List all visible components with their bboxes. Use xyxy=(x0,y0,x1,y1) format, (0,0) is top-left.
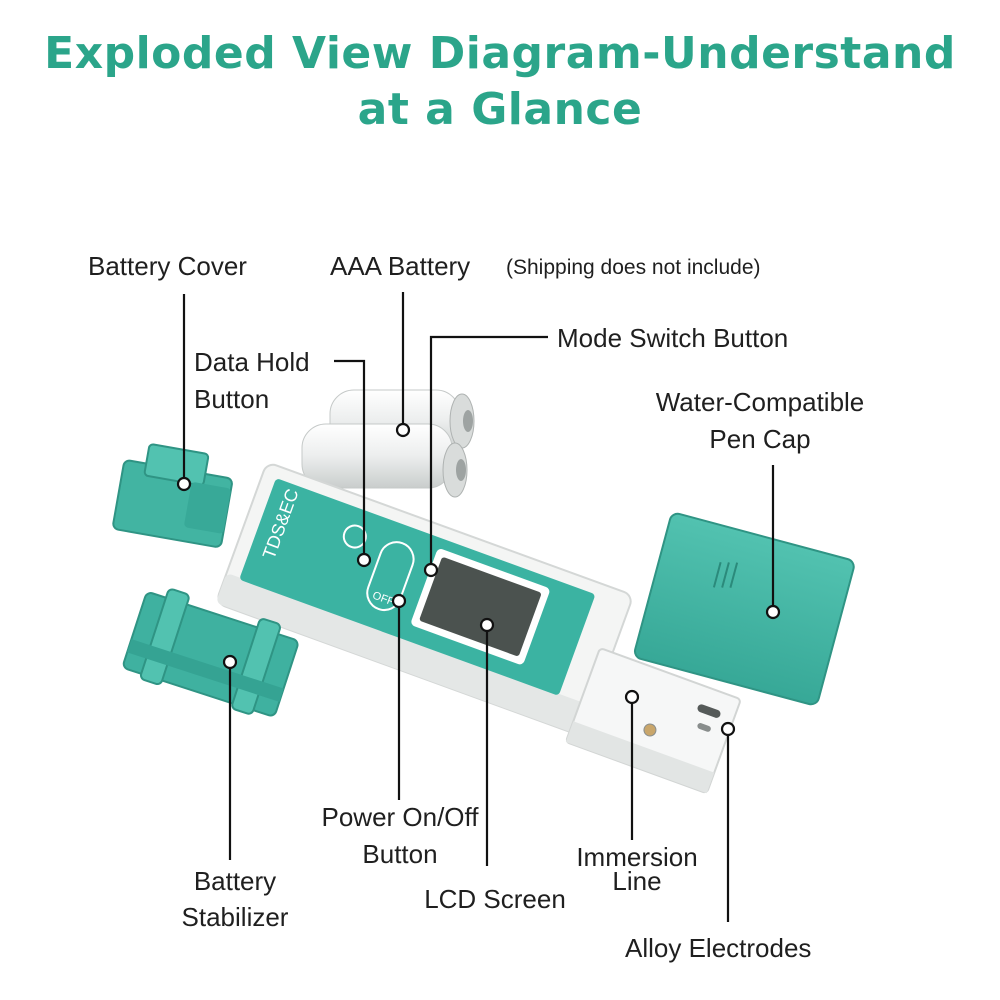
battery-cover-marker xyxy=(176,476,192,492)
label-pen-cap-line2: Pen Cap xyxy=(709,424,811,454)
label-stabilizer-line1: Battery xyxy=(193,866,277,896)
title-line-2: at a Glance xyxy=(357,84,643,135)
power-button-marker xyxy=(391,593,407,609)
leader-lines xyxy=(182,292,775,922)
battery-stabilizer xyxy=(122,588,299,717)
pen-cap xyxy=(633,512,855,706)
label-stabilizer-line2: Stabilizer xyxy=(181,902,289,932)
electrodes-marker xyxy=(720,721,736,737)
label-pen-cap-line1: Water-Compatible xyxy=(655,387,865,417)
lcd-screen-marker xyxy=(479,617,495,633)
battery-stabilizer-marker xyxy=(222,654,238,670)
aaa-battery-marker xyxy=(395,422,411,438)
label-immersion-line1: Immersion xyxy=(576,842,698,872)
label-aaa-battery: AAA Battery xyxy=(330,251,471,281)
pen-cap-marker xyxy=(765,604,781,620)
mode-switch-marker xyxy=(423,562,439,578)
label-battery-cover: Battery Cover xyxy=(88,251,247,281)
label-data-hold-line1: Data Hold xyxy=(194,347,310,377)
title-line-1: Exploded View Diagram-Understand xyxy=(44,28,956,79)
label-power-line2: Button xyxy=(362,839,438,869)
immersion-line-marker xyxy=(624,689,640,705)
label-shipping-note: (Shipping does not include) xyxy=(506,256,761,279)
aaa-battery-front xyxy=(301,423,468,498)
label-power-line1: Power On/Off xyxy=(321,802,479,832)
label-data-hold-line2: Button xyxy=(194,384,270,414)
battery-cover xyxy=(112,443,233,548)
probe-section xyxy=(565,648,741,794)
label-mode-switch: Mode Switch Button xyxy=(557,323,789,353)
label-immersion-line2: Line xyxy=(612,866,662,896)
data-hold-marker xyxy=(356,552,372,568)
label-lcd-screen: LCD Screen xyxy=(424,884,566,914)
label-alloy-electrodes: Alloy Electrodes xyxy=(625,933,812,963)
